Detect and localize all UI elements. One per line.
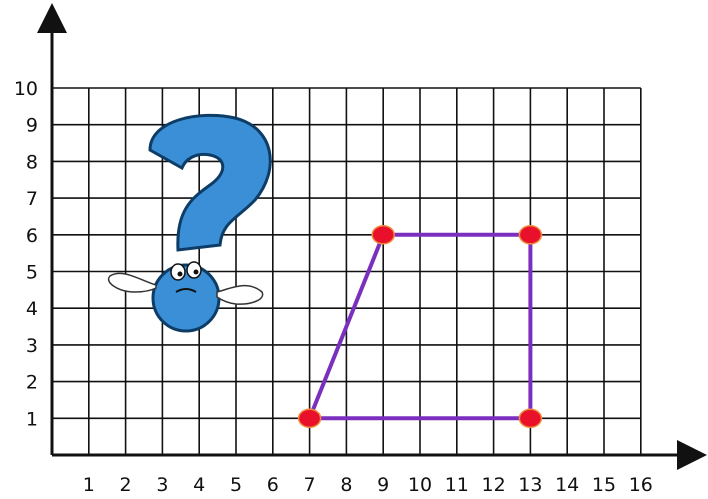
vertex-point	[518, 408, 543, 429]
grid-lines	[52, 87, 642, 455]
y-tick-label: 10	[14, 78, 38, 100]
trapezoid-shape	[297, 225, 543, 429]
x-tick-label: 9	[377, 474, 389, 496]
y-tick-label: 8	[26, 151, 38, 173]
x-tick-label: 10	[408, 474, 432, 496]
question-mark-hook	[148, 113, 272, 252]
y-tick-label: 2	[26, 372, 38, 394]
x-tick-label: 3	[156, 474, 168, 496]
vertex-point	[297, 408, 322, 429]
mascot-mouth	[175, 288, 197, 293]
x-tick-label: 11	[445, 474, 469, 496]
x-tick-label: 13	[518, 474, 542, 496]
mascot-glove-left	[107, 272, 157, 293]
x-tick-label: 7	[304, 474, 316, 496]
mascot-pupil-right	[193, 269, 199, 275]
question-mark-mascot-icon	[107, 113, 272, 333]
x-tick-label: 15	[592, 474, 616, 496]
y-tick-labels: 1 2 3 4 5 6 7 8 9 10	[14, 78, 38, 430]
vertex-point	[371, 225, 395, 245]
x-tick-label: 5	[230, 474, 242, 496]
x-tick-label: 12	[482, 474, 506, 496]
y-tick-label: 6	[26, 225, 38, 247]
mascot-pupil-left	[177, 271, 183, 277]
x-tick-label: 14	[555, 474, 579, 496]
mascot-glove-right	[216, 284, 264, 305]
mascot-body	[151, 263, 221, 333]
x-tick-label: 8	[340, 474, 352, 496]
x-tick-label: 6	[267, 474, 279, 496]
y-tick-label: 9	[26, 115, 38, 137]
y-tick-label: 1	[26, 408, 38, 430]
mascot-eye-right	[186, 261, 202, 279]
axes	[37, 3, 707, 470]
x-tick-label: 16	[629, 474, 653, 496]
y-tick-label: 3	[26, 335, 38, 357]
x-tick-label: 4	[193, 474, 205, 496]
y-tick-label: 5	[26, 262, 38, 284]
x-tick-label: 1	[83, 474, 95, 496]
vertex-point	[518, 225, 543, 245]
mascot-eye-left	[170, 263, 186, 281]
y-tick-label: 7	[26, 188, 38, 210]
x-tick-label: 2	[120, 474, 132, 496]
y-tick-label: 4	[26, 298, 38, 320]
